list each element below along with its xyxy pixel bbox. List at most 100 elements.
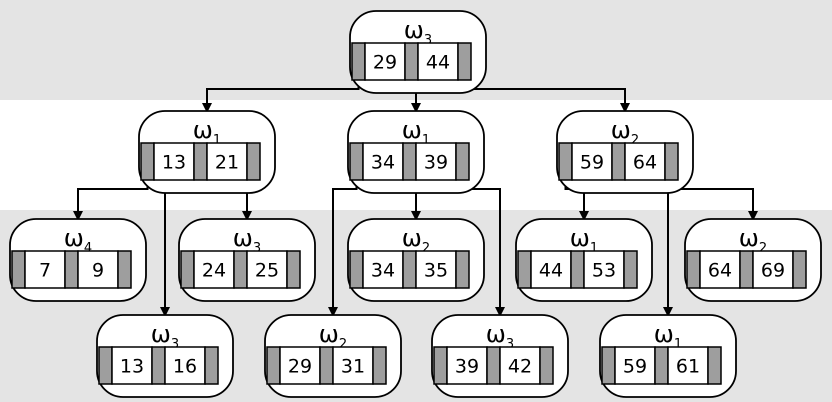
pointer-cell [558,142,573,181]
node-label: ω3 [151,320,179,352]
pointer-cell [11,250,26,289]
key-value: 64 [633,152,657,174]
key-value: 13 [162,152,186,174]
pointer-cell [792,250,807,289]
key-cell [667,346,709,385]
node-label: ω2 [739,224,767,256]
tree-node: ω2 64 69 [684,218,822,302]
pointer-cell [570,250,585,289]
pointer-cell [349,250,364,289]
key-value: 53 [592,260,616,282]
pointer-cell [266,346,281,385]
pointer-cell [707,346,722,385]
key-value: 35 [424,260,448,282]
key-value: 29 [373,52,397,74]
pointer-cell [623,250,638,289]
pointer-cell [372,346,387,385]
pointer-cell [517,250,532,289]
pointer-cell [140,142,155,181]
pointer-cell [664,142,679,181]
key-value: 24 [202,260,226,282]
key-value: 64 [708,260,732,282]
key-value: 21 [215,152,239,174]
key-cell [530,250,572,289]
key-cell [571,142,613,181]
key-value: 42 [508,356,532,378]
key-value: 44 [539,260,563,282]
key-cell [624,142,666,181]
key-value: 69 [761,260,785,282]
pointer-cell [98,346,113,385]
key-cell [153,142,195,181]
pointer-cell [64,250,79,289]
node-label: ω1 [654,320,682,352]
tree-node: ω1 59 61 [599,314,737,398]
pointer-cell [233,250,248,289]
pointer-cell [319,346,334,385]
key-value: 16 [173,356,197,378]
key-cell [279,346,321,385]
pointer-cell [402,142,417,181]
key-cell [614,346,656,385]
key-value: 9 [92,260,104,282]
pointer-cell [349,142,364,181]
key-value: 61 [676,356,700,378]
node-label: ω1 [402,116,430,148]
tree-node: ω1 34 39 [347,110,485,194]
node-label: ω1 [570,224,598,256]
pointer-cell [539,346,554,385]
key-value: 59 [623,356,647,378]
key-value: 31 [341,356,365,378]
node-label: ω2 [319,320,347,352]
key-value: 13 [120,356,144,378]
key-cell [446,346,488,385]
tree-node: ω1 44 53 [515,218,653,302]
key-cell [164,346,206,385]
node-label: ω2 [402,224,430,256]
pointer-cell [180,250,195,289]
tree-node: ω1 13 21 [138,110,276,194]
tree-node: ω2 59 64 [556,110,694,194]
pointer-cell [686,250,701,289]
node-label: ω1 [193,116,221,148]
pointer-cell [246,142,261,181]
node-label: ω2 [611,116,639,148]
key-value: 7 [39,260,51,282]
pointer-cell [433,346,448,385]
key-cell [364,42,406,81]
pointer-cell [286,250,301,289]
key-value: 34 [371,152,395,174]
pointer-cell [611,142,626,181]
pointer-cell [193,142,208,181]
pointer-cell [486,346,501,385]
pointer-cell [455,250,470,289]
pointer-cell [402,250,417,289]
node-label: ω3 [486,320,514,352]
pointer-cell [601,346,616,385]
pointer-cell [351,42,366,81]
pointer-cell [117,250,132,289]
pointer-cell [151,346,166,385]
node-label: ω3 [404,16,432,48]
key-value: 39 [424,152,448,174]
key-value: 39 [455,356,479,378]
key-cell [77,250,119,289]
pointer-cell [455,142,470,181]
key-value: 29 [288,356,312,378]
tree-node: ω2 29 31 [264,314,402,398]
key-cell [246,250,288,289]
pointer-cell [739,250,754,289]
pointer-cell [457,42,472,81]
key-cell [362,250,404,289]
key-cell [193,250,235,289]
pointer-cell [654,346,669,385]
key-cell [332,346,374,385]
pointer-cell [404,42,419,81]
node-label: ω3 [233,224,261,256]
key-value: 59 [580,152,604,174]
